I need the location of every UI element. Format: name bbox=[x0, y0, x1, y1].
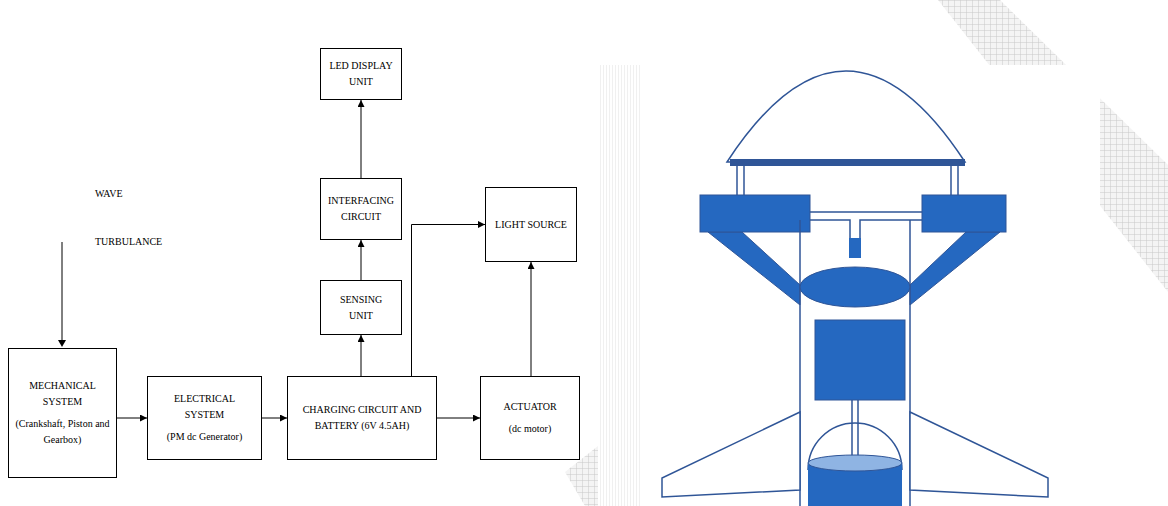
flow-arrow bbox=[361, 335, 362, 376]
piston-rod bbox=[849, 238, 861, 258]
process-box: SENSING UNIT bbox=[320, 280, 402, 335]
input-label: WAVE TURBULANCE bbox=[95, 170, 185, 266]
box-title: SENSING UNIT bbox=[327, 292, 395, 324]
shaft bbox=[851, 400, 853, 462]
box-title: LED DISPLAY UNIT bbox=[327, 58, 395, 90]
arrowhead bbox=[58, 340, 66, 347]
post bbox=[743, 166, 745, 196]
box-title: LIGHT SOURCE bbox=[495, 217, 567, 233]
box-subtitle: (dc motor) bbox=[509, 421, 552, 437]
pipe bbox=[810, 212, 922, 238]
process-box: MECHANICAL SYSTEM (Crankshaft, Piston and… bbox=[8, 348, 117, 478]
strut bbox=[910, 232, 1000, 305]
flow-arrow bbox=[437, 418, 480, 419]
fin bbox=[662, 412, 800, 497]
flow-arrow bbox=[412, 225, 486, 377]
process-box: INTERFACING CIRCUIT bbox=[320, 178, 402, 240]
box-title: ACTUATOR bbox=[503, 399, 556, 415]
input-arrow bbox=[62, 242, 63, 340]
process-box: ACTUATOR (dc motor) bbox=[480, 376, 580, 460]
process-box: LIGHT SOURCE bbox=[485, 187, 577, 262]
float-block bbox=[922, 195, 1006, 232]
box-title: CHARGING CIRCUIT AND BATTERY (6V 4.5AH) bbox=[294, 402, 430, 434]
shaft bbox=[857, 400, 859, 462]
box-title: MECHANICAL SYSTEM bbox=[15, 378, 110, 410]
cylinder-top bbox=[808, 455, 902, 471]
box-subtitle: (PM dc Generator) bbox=[167, 429, 243, 445]
image-texture bbox=[598, 65, 640, 506]
box-title: ELECTRICAL SYSTEM bbox=[154, 391, 255, 423]
flow-arrow bbox=[262, 418, 287, 419]
flow-arrow bbox=[117, 418, 147, 419]
process-box: ELECTRICAL SYSTEM (PM dc Generator) bbox=[147, 376, 262, 460]
post bbox=[736, 166, 738, 196]
strut bbox=[708, 232, 800, 305]
box-subtitle: (Crankshaft, Piston and Gearbox) bbox=[15, 416, 110, 448]
flow-arrow bbox=[531, 262, 532, 376]
disc bbox=[800, 267, 910, 307]
float-block bbox=[700, 195, 810, 232]
inner-dome bbox=[808, 423, 902, 470]
dome bbox=[727, 71, 965, 162]
image-ground bbox=[598, 65, 1100, 506]
post bbox=[957, 166, 959, 196]
box-title: INTERFACING CIRCUIT bbox=[327, 193, 395, 225]
flow-arrow bbox=[361, 240, 362, 280]
post bbox=[950, 166, 952, 196]
generator-block bbox=[815, 320, 905, 400]
fin bbox=[910, 412, 1048, 497]
flow-arrow bbox=[361, 100, 362, 178]
process-box: CHARGING CIRCUIT AND BATTERY (6V 4.5AH) bbox=[287, 376, 437, 460]
top-plate bbox=[730, 159, 965, 166]
process-box: LED DISPLAY UNIT bbox=[320, 48, 402, 100]
